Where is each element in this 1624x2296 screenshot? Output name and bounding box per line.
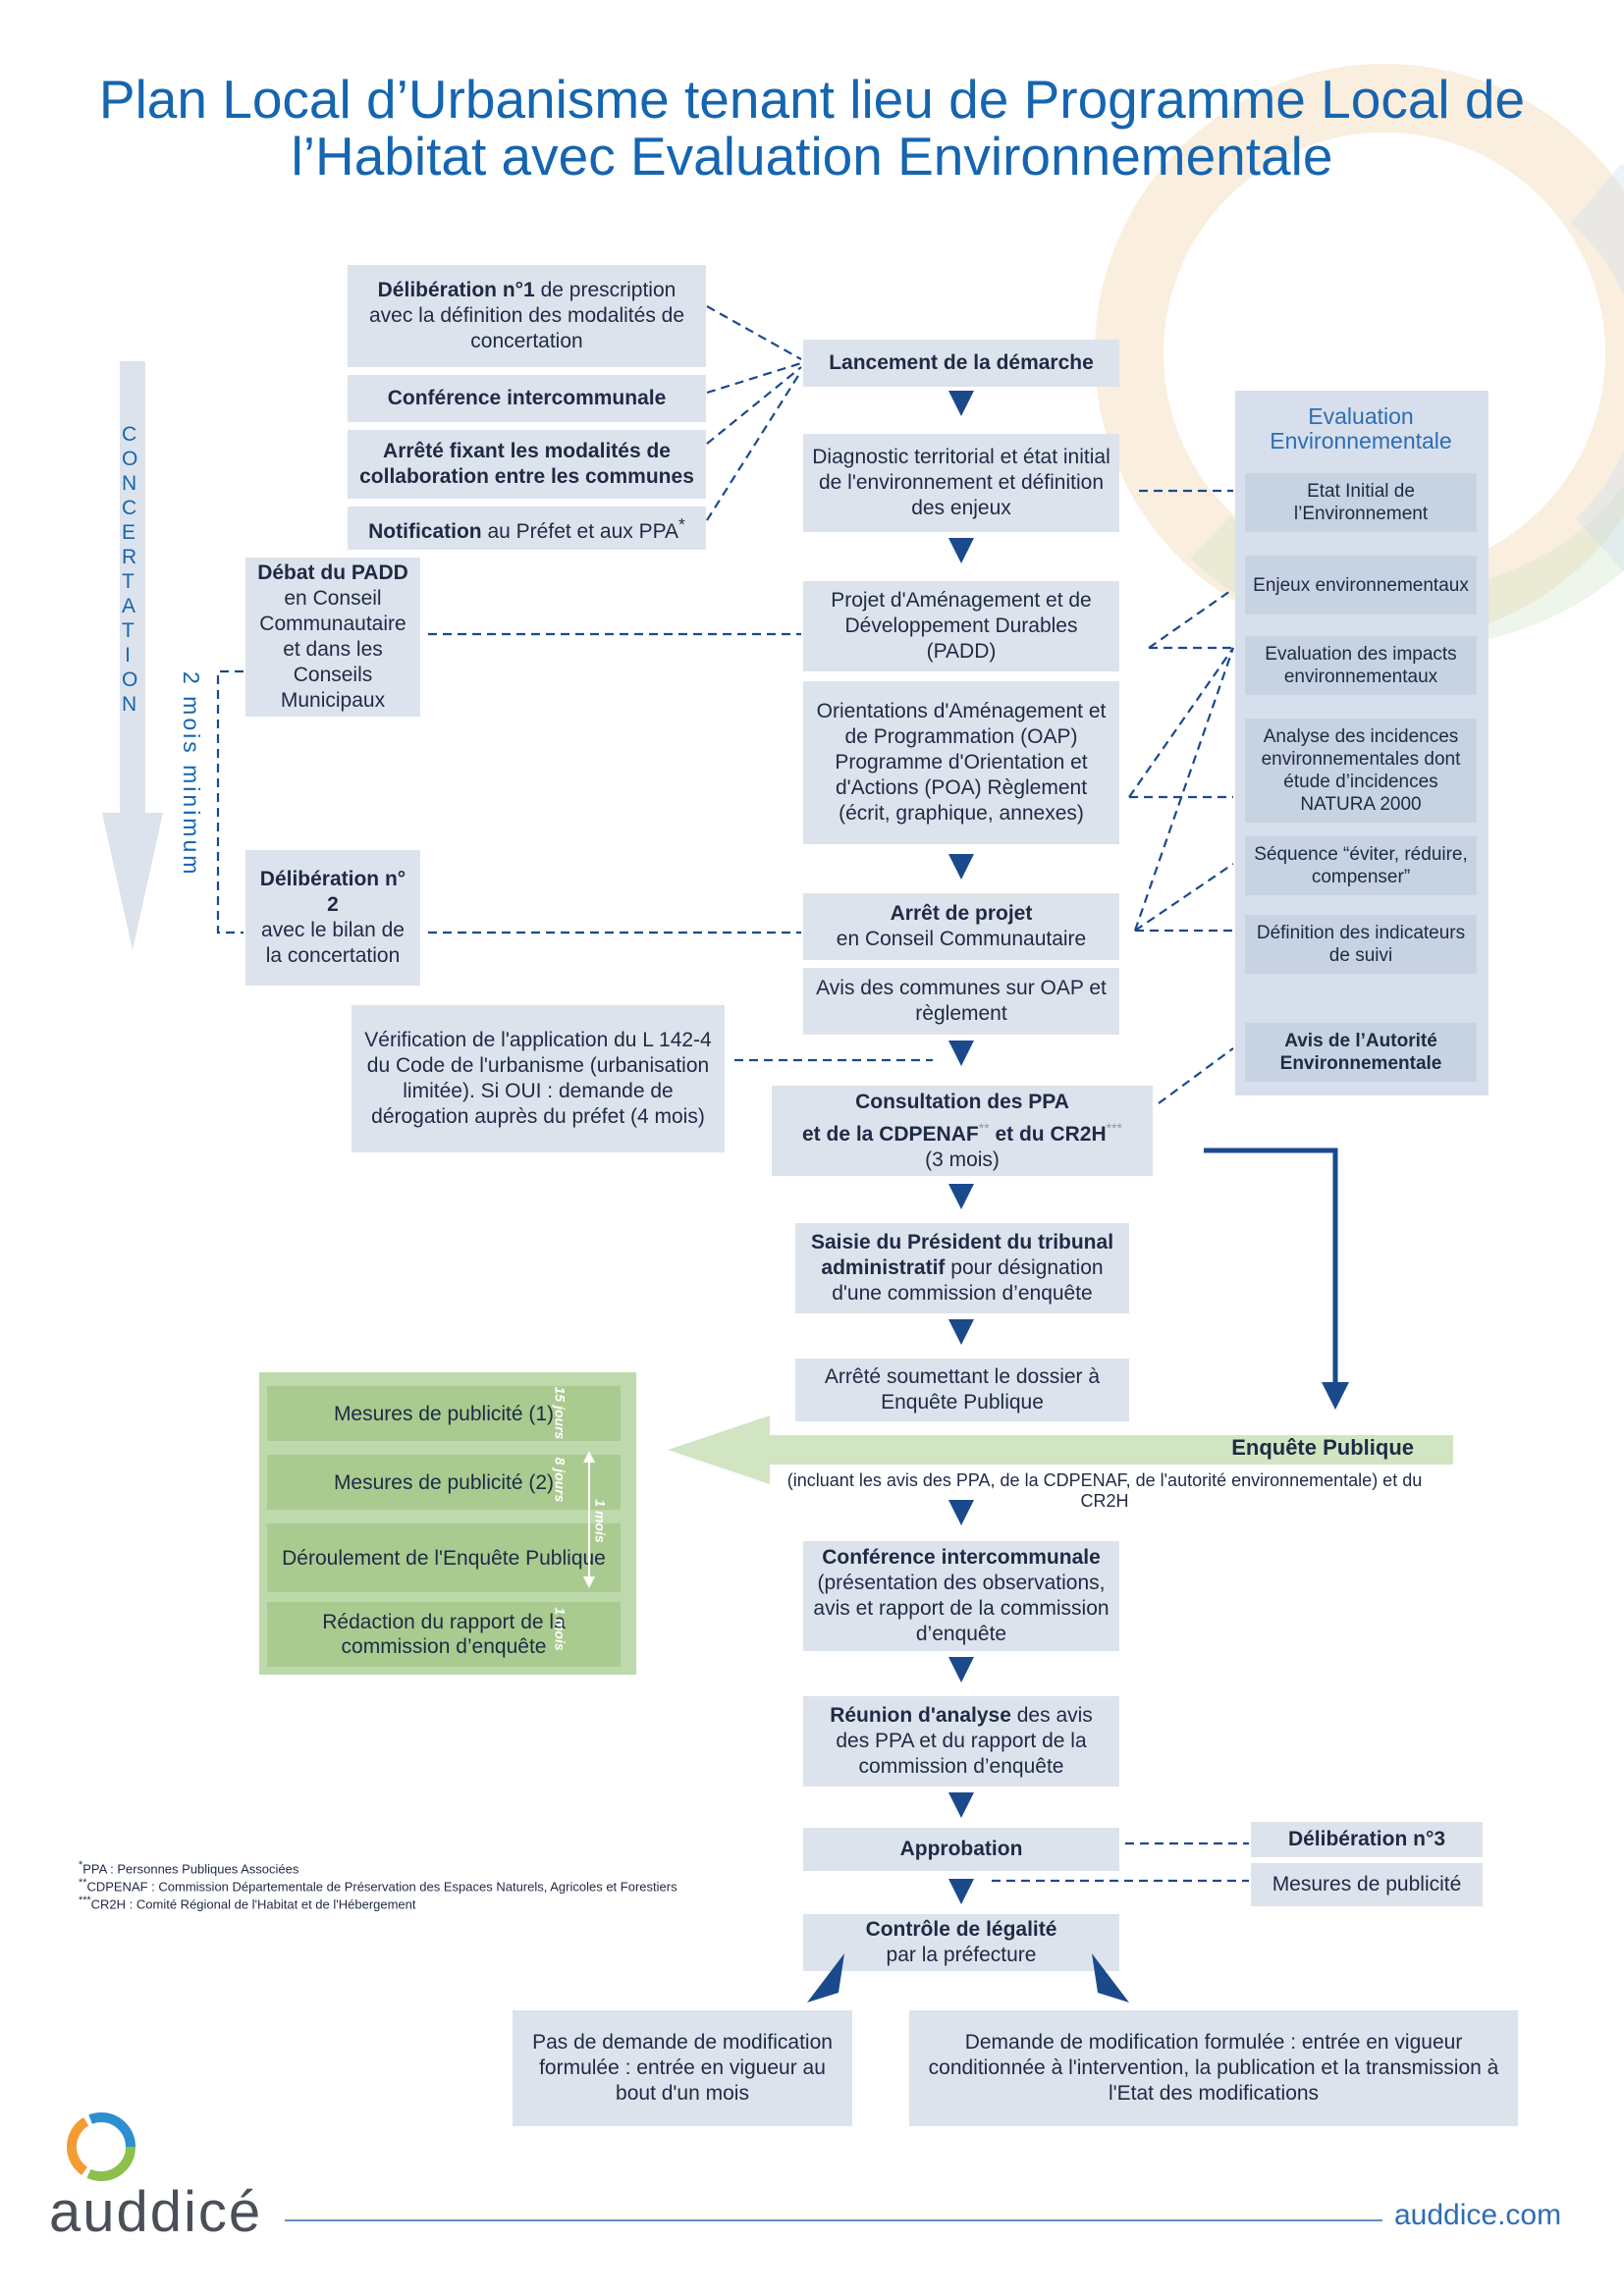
mesures-box: Mesures de publicité: [1251, 1863, 1483, 1906]
footnote-ppa: *PPA : Personnes Publiques Associées: [79, 1857, 298, 1877]
debat-bold: Débat du PADD: [257, 561, 408, 584]
footnote-mark-2: **: [79, 1877, 87, 1889]
conference-text: Conférence intercommunale: [387, 387, 667, 409]
controle-bold: Contrôle de légalité: [865, 1918, 1057, 1941]
outcome-left-box: Pas de demande de modification formulée …: [513, 2010, 852, 2126]
notification-mark: *: [678, 514, 685, 534]
outcome-left-text: Pas de demande de modification formulée …: [532, 2031, 833, 2105]
consultation-l2a: et de la CDPENAF: [802, 1122, 979, 1146]
auddice-logo-icon: [67, 2112, 135, 2181]
env-item-sequence: Séquence “éviter, réduire, compenser”: [1245, 836, 1477, 895]
diagnostic-box: Diagnostic territorial et état initial d…: [803, 434, 1119, 532]
debat-box: Débat du PADD en Conseil Communautaire et…: [245, 558, 420, 717]
env-item-avis-ae: Avis de l’Autorité Environnementale: [1245, 1023, 1477, 1082]
arret-box: Arrêt de projet en Conseil Communautaire: [803, 893, 1119, 960]
env-item-etat-initial: Etat Initial de l’Environnement: [1245, 473, 1477, 532]
env-item-indicateurs: Définition des indicateurs de suivi: [1245, 915, 1477, 974]
padd-text: Projet d'Aménagement et de Développement…: [831, 589, 1092, 663]
outcome-right-box: Demande de modification formulée : entré…: [909, 2010, 1518, 2126]
brand-logo: auddicé: [49, 2180, 263, 2244]
consultation-mark2: **: [978, 1119, 990, 1136]
reunion-box: Réunion d'analyse des avis des PPA et du…: [803, 1696, 1119, 1787]
env-item-impacts: Evaluation des impacts environnementaux: [1245, 636, 1477, 695]
publicite-item-1: Mesures de publicité (1): [267, 1386, 621, 1441]
arret-text: en Conseil Communautaire: [836, 928, 1087, 950]
publicite-item-2: Mesures de publicité (2): [267, 1455, 621, 1510]
env-item-incidences: Analyse des incidences environnementales…: [1245, 719, 1477, 823]
reunion-text: des avis des PPA et du rapport de la com…: [836, 1704, 1093, 1778]
env-item-enjeux: Enjeux environnementaux: [1245, 556, 1477, 614]
delib1-box: Délibération n°1 de prescription avec la…: [348, 265, 706, 367]
debat-text: en Conseil Communautaire et dans les Con…: [259, 587, 406, 712]
consultation-l1: Consultation des PPA: [855, 1090, 1069, 1113]
env-title: Evaluation Environnementale: [1270, 403, 1452, 454]
arrete-ep-box: Arrêté soumettant le dossier à Enquête P…: [795, 1359, 1129, 1421]
consultation-l3: (3 mois): [925, 1148, 1000, 1171]
conf2-bold: Conférence intercommunale: [822, 1546, 1101, 1569]
padd-box: Projet d'Aménagement et de Développement…: [803, 581, 1119, 671]
footnote-mark-3: ***: [79, 1895, 91, 1906]
consultation-box: Consultation des PPA et de la CDPENAF** …: [772, 1086, 1153, 1176]
controle-box: Contrôle de légalité par la préfecture: [803, 1914, 1119, 1971]
arrete-ep-text: Arrêté soumettant le dossier à Enquête P…: [824, 1365, 1101, 1414]
enquete-duration-bracket: [583, 1451, 595, 1588]
outcome-right-text: Demande de modification formulée : entré…: [928, 2031, 1499, 2105]
footnote-mark-1: *: [79, 1859, 83, 1871]
delib2-text: avec le bilan de la concertation: [261, 919, 405, 967]
controle-text: par la préfecture: [886, 1944, 1037, 1966]
footnote-cdpenaf-text: CDPENAF : Commission Départementale de P…: [86, 1879, 677, 1895]
approbation-box: Approbation: [803, 1828, 1119, 1871]
page-title: Plan Local d’Urbanisme tenant lieu de Pr…: [98, 69, 1526, 187]
arrete-text: Arrêté fixant les modalités de collabora…: [359, 440, 694, 488]
reunion-bold: Réunion d'analyse: [830, 1704, 1011, 1727]
delib2-bold: Délibération n° 2: [259, 868, 406, 916]
footnote-cr2h: ***CR2H : Comité Régional de l'Habitat e…: [79, 1893, 416, 1912]
verification-box: Vérification de l'application du L 142-4…: [352, 1005, 725, 1152]
lancement-text: Lancement de la démarche: [829, 351, 1094, 374]
mesures-text: Mesures de publicité: [1272, 1873, 1462, 1896]
enquete-arrow: [668, 1415, 1453, 1484]
lancement-box: Lancement de la démarche: [803, 340, 1119, 387]
saisie-text: pour désignation d'une commission d’enqu…: [832, 1256, 1104, 1305]
enquete-label: Enquête Publique: [1231, 1435, 1414, 1460]
brand-url[interactable]: auddice.com: [1394, 2199, 1562, 2231]
diagnostic-text: Diagnostic territorial et état initial d…: [812, 446, 1110, 519]
saisie-bold: Saisie du Président du tribunal administ…: [810, 1231, 1114, 1279]
consultation-l2b: et du CR2H: [995, 1122, 1107, 1146]
arret-bold: Arrêt de projet: [890, 902, 1033, 925]
delib1-text: de prescription avec la définition des m…: [368, 279, 685, 352]
enquete-note: (incluant les avis des PPA, de la CDPENA…: [786, 1470, 1423, 1511]
concertation-label: CONCERTATION: [122, 423, 146, 716]
notification-text: au Préfet et aux PPA: [487, 520, 679, 543]
delib3-box: Délibération n°3: [1251, 1822, 1483, 1857]
footnote-ppa-text: PPA : Personnes Publiques Associées: [82, 1861, 299, 1877]
consultation-mark3: ***: [1106, 1119, 1122, 1136]
footnote-cr2h-text: CR2H : Comité Régional de l'Habitat et d…: [90, 1896, 416, 1912]
saisie-box: Saisie du Président du tribunal administ…: [795, 1223, 1129, 1313]
publicite-item-4: Rédaction du rapport de la commission d’…: [267, 1602, 621, 1667]
conference-box: Conférence intercommunale: [348, 375, 706, 422]
notification-box: Notification au Préfet et aux PPA*: [348, 507, 706, 550]
oap-box: Orientations d'Aménagement et de Program…: [803, 681, 1119, 844]
approbation-text: Approbation: [899, 1838, 1023, 1860]
avis-communes-box: Avis des communes sur OAP et règlement: [803, 968, 1119, 1035]
oap-text: Orientations d'Aménagement et de Program…: [816, 700, 1107, 825]
footnote-cdpenaf: **CDPENAF : Commission Départementale de…: [79, 1875, 677, 1895]
arrete-box: Arrêté fixant les modalités de collabora…: [348, 430, 706, 499]
conf2-text: (présentation des observations, avis et …: [813, 1572, 1110, 1645]
delib3-text: Délibération n°3: [1287, 1828, 1446, 1850]
avis-communes-text: Avis des communes sur OAP et règlement: [816, 977, 1107, 1025]
delib1-bold: Délibération n°1: [377, 279, 535, 301]
verification-text: Vérification de l'application du L 142-4…: [364, 1029, 712, 1128]
publicite-item-3: Déroulement de l'Enquête Publique: [267, 1523, 621, 1592]
notification-bold: Notification: [368, 520, 482, 543]
conf2-box: Conférence intercommunale (présentation d…: [803, 1541, 1119, 1651]
concertation-arrow: [102, 361, 163, 950]
